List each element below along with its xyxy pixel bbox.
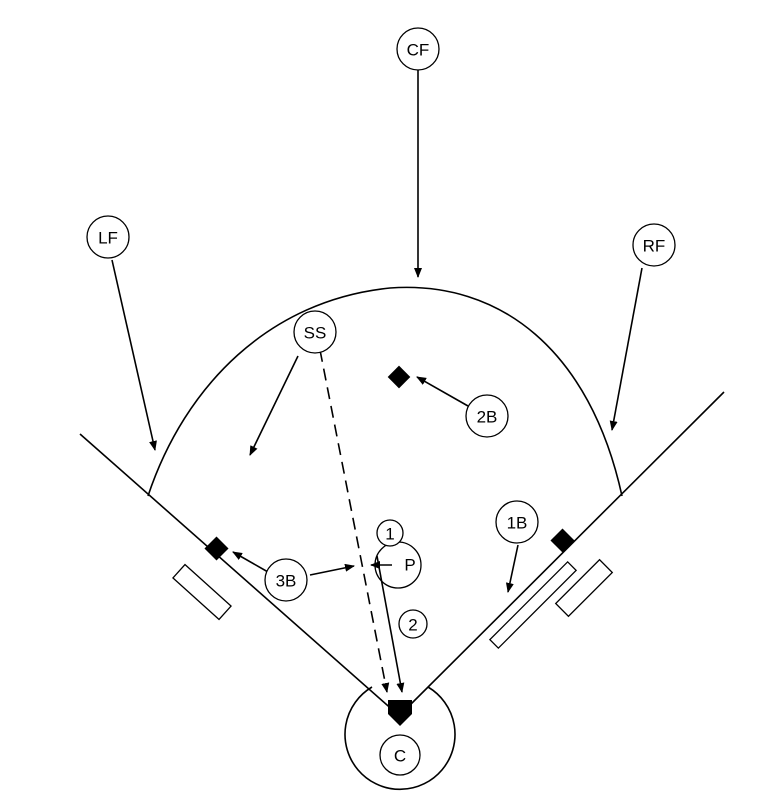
ss-arrow [249,355,299,456]
2b-label: 2B [477,408,498,427]
home-plate [388,700,412,726]
third-base-coach-box [172,563,232,621]
third-base [204,536,229,561]
3b-to-center-arrow [309,563,355,576]
cf-marker [396,27,440,71]
1b-marker [495,500,539,544]
rf-marker [632,223,676,267]
outfield-arc [147,286,623,497]
step-2-label: 2 [408,616,417,635]
first-base-line-box [488,560,578,650]
rf-arrow [609,267,643,431]
3b-label: 3B [276,572,297,591]
lf-marker [86,215,130,259]
second-base [387,365,411,389]
2b-arrow [416,376,469,407]
1b-label: 1B [507,514,528,533]
cf-label: CF [407,41,430,60]
ss-label: SS [304,324,327,343]
home-plate-circle [344,686,456,791]
first-base-foul-line [402,391,725,713]
step-1-marker [376,519,404,547]
3b-marker [264,558,308,602]
lf-arrow [111,259,157,451]
third-base-foul-line [79,433,396,713]
first-base-coach-box [554,558,614,618]
step-2-marker [398,609,428,639]
3b-to-base-arrow [232,551,269,573]
pitcher-label: P [404,556,415,575]
rf-label: RF [643,237,666,256]
step-1-label: 1 [385,525,394,544]
catcher-marker [379,734,421,776]
ss-dashed-arrow [319,349,390,693]
2b-marker [465,394,509,438]
pitch-path-arrow [376,555,405,693]
lf-label: LF [98,229,118,248]
1b-arrow [505,544,519,593]
catcher-label: C [394,747,406,766]
ss-marker [293,310,337,354]
first-base [550,528,575,553]
